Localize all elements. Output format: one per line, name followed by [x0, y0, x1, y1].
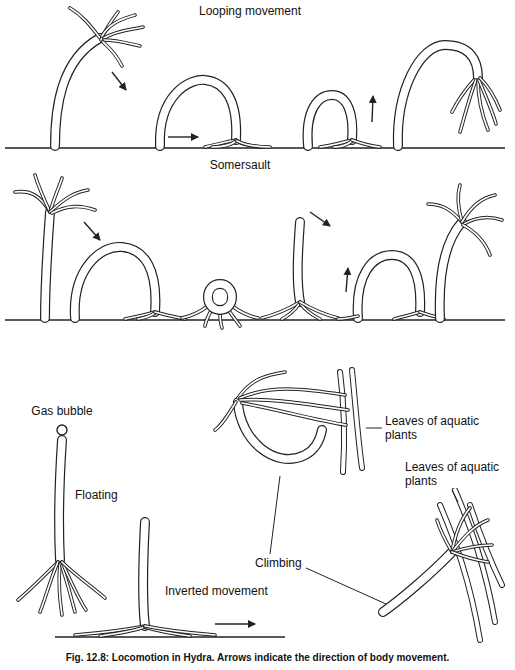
tube-fill	[298, 222, 300, 302]
ground-line	[55, 636, 285, 638]
section-heading: Looping movement	[198, 4, 302, 18]
tube-fill	[100, 627, 145, 636]
tube-fill	[125, 312, 155, 319]
hydra-contracted	[182, 284, 258, 328]
tube-fill	[75, 626, 145, 635]
tube-fill	[452, 508, 470, 552]
tube-fill	[212, 141, 236, 147]
tube-fill	[300, 302, 338, 318]
leader-line	[452, 490, 458, 502]
tube-fill	[145, 626, 215, 635]
leader-line	[306, 568, 386, 604]
tube-fill	[205, 140, 236, 147]
tube-fill	[52, 207, 95, 213]
tube-fill	[35, 175, 50, 212]
tube-fill	[262, 302, 300, 318]
hydra-upright	[15, 175, 95, 318]
tube-fill	[452, 552, 488, 562]
tube-fill	[62, 562, 86, 610]
tube-fill	[103, 42, 122, 66]
aquatic-leaves	[340, 370, 362, 472]
tube-fill	[45, 212, 50, 318]
movement-label: Climbing	[254, 556, 303, 570]
tube-fill	[160, 80, 236, 146]
tube-fill	[208, 284, 232, 310]
hydra-floating	[18, 425, 105, 615]
direction-arrow	[372, 96, 373, 122]
tube-fill	[352, 370, 362, 468]
tube-fill	[182, 306, 208, 318]
tube-fill	[232, 306, 258, 318]
tube-fill	[398, 45, 478, 146]
tube-fill	[240, 389, 345, 398]
tube-fill	[480, 78, 500, 110]
tube-fill	[440, 222, 462, 318]
movement-label: Floating	[74, 488, 119, 502]
figure-caption: Fig. 12.8: Locomotion in Hydra. Arrows i…	[66, 652, 450, 664]
tube-fill	[358, 255, 421, 318]
hydra-upright	[428, 185, 502, 318]
direction-arrow	[215, 623, 255, 624]
part-label: Gas bubble	[30, 404, 93, 418]
tube-fill	[55, 38, 100, 146]
hydra-climbing	[383, 508, 492, 612]
part-label: Leaves of aquatic plants	[384, 414, 498, 442]
section-heading: Somersault	[209, 158, 272, 172]
tube-fill	[70, 8, 100, 38]
tube-fill	[59, 440, 62, 560]
hydra-arch	[338, 255, 444, 319]
hydra-inverted	[75, 522, 215, 636]
tube-fill	[320, 140, 352, 147]
tube-fill	[460, 80, 476, 132]
tube-fill	[340, 372, 344, 472]
tube-fill	[40, 562, 58, 612]
tube-fill	[104, 27, 143, 38]
hydra-upright	[55, 8, 143, 146]
tube-fill	[138, 313, 155, 319]
direction-arrow	[168, 136, 198, 137]
direction-arrow	[346, 268, 348, 292]
tube-fill	[394, 312, 420, 319]
part-label: Leaves of aquatic plants	[404, 460, 506, 488]
tube-fill	[215, 402, 236, 430]
direction-arrow	[112, 72, 126, 90]
hydra-arch	[398, 45, 500, 146]
hydra-arch	[75, 247, 185, 319]
tube-fill	[452, 545, 492, 552]
leader-line	[270, 476, 280, 554]
hydra-climbing	[215, 372, 348, 459]
tube-fill	[437, 520, 452, 552]
hydra-inverted	[262, 222, 338, 319]
direction-arrow	[84, 222, 100, 240]
tube-fill	[75, 247, 156, 318]
tube-fill	[352, 140, 380, 147]
tube-fill	[308, 95, 353, 146]
tube-fill	[62, 562, 105, 598]
tube-fill	[242, 403, 346, 425]
tube-fill	[464, 217, 502, 224]
tube-fill	[104, 40, 140, 46]
tube-fill	[143, 522, 145, 626]
tube-fill	[282, 303, 300, 319]
aquatic-leaves	[440, 490, 502, 640]
leader-line	[366, 428, 382, 429]
hydra-arch	[308, 95, 380, 147]
tube-fill	[463, 225, 490, 255]
direction-arrow	[310, 212, 330, 226]
tube-fill	[458, 185, 462, 222]
tube-fill	[383, 552, 452, 612]
tube-fill	[334, 141, 352, 147]
hydra-arch	[160, 80, 270, 147]
tube-fill	[338, 316, 358, 319]
movement-label: Inverted movement	[164, 584, 269, 598]
tube-fill	[237, 141, 270, 147]
ground-line	[5, 319, 505, 321]
